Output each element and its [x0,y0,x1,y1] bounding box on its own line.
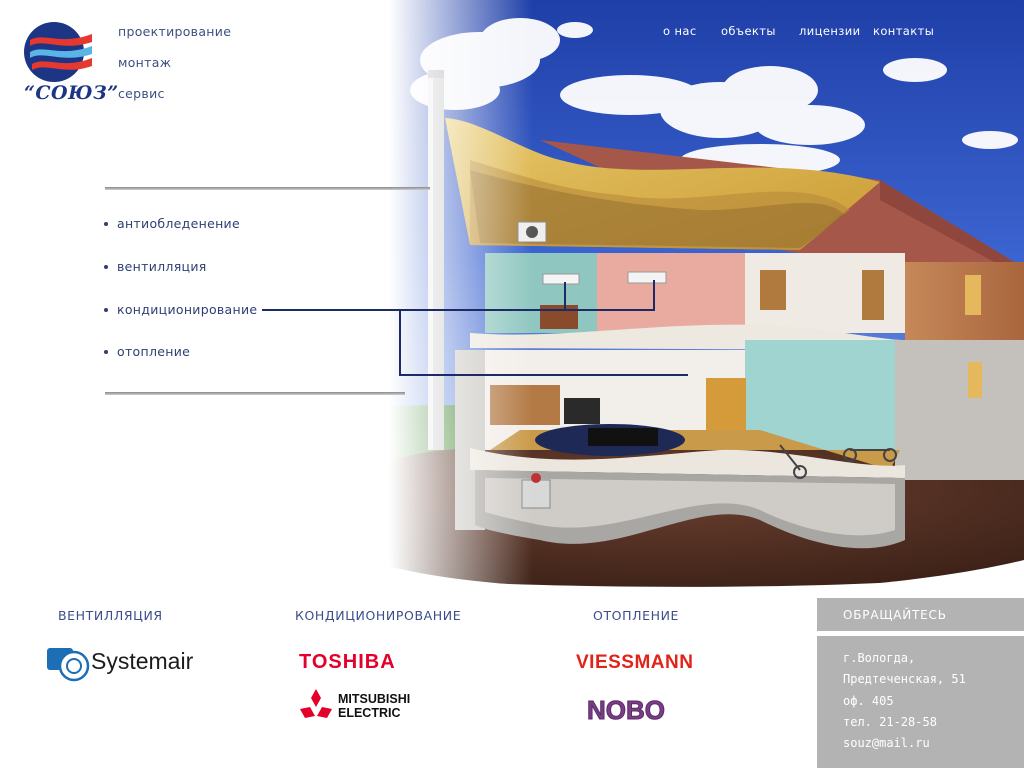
toshiba-logo-text: TOSHIBA [299,651,396,673]
logo[interactable]: “СОЮЗ” [22,20,118,104]
electric-logo-text: ELECTRIC [338,706,401,720]
bullet-icon [104,307,108,312]
contact-header: ОБРАЩАЙТЕСЬ [817,598,1024,631]
bullet-icon [104,221,108,226]
nobo-logo-text: NOBO [587,695,665,724]
logo-wordmark: “СОЮЗ” [24,82,119,104]
service-ventilation[interactable]: вентилляция [104,259,207,274]
nav-objects[interactable]: объекты [721,24,776,38]
bullet-icon [104,349,108,354]
contact-city: г.Вологда, [843,651,916,665]
brand-nobo[interactable]: NOBO [587,694,697,728]
brand-mitsubishi-electric[interactable]: MITSUBISHI ELECTRIC [300,688,425,726]
contact-street: Предтеченская, 51 [843,672,966,687]
divider-top [105,187,430,190]
brand-viessmann[interactable]: VIESSMANN [576,648,718,678]
brand-systemair[interactable]: Systemair [47,645,197,689]
menu-item-installation[interactable]: монтаж [118,55,172,70]
contact-phone: тел. 21-28-58 [843,714,937,729]
service-heating[interactable]: отопление [104,344,190,359]
service-air-conditioning[interactable]: кондиционирование [104,302,257,317]
contact-panel: г.Вологда, Предтеченская, 51 оф. 405 тел… [817,636,1024,768]
divider-bottom [105,392,405,395]
logo-waves-icon [24,22,92,82]
category-title-conditioning: КОНДИЦИОНИРОВАНИЕ [295,608,462,623]
contact-email[interactable]: souz@mail.ru [843,736,930,751]
top-left-menu: проектирование монтаж сервис [118,24,231,117]
brand-toshiba[interactable]: TOSHIBA [299,648,429,678]
menu-item-service[interactable]: сервис [118,86,165,101]
category-title-ventilation: ВЕНТИЛЛЯЦИЯ [58,608,163,623]
service-anti-icing[interactable]: антиобледенение [104,216,240,231]
systemair-circle-icon [47,648,90,682]
nav-licenses[interactable]: лицензии [799,24,861,38]
viessmann-logo-text: VIESSMANN [576,652,693,673]
nav-contacts[interactable]: контакты [873,24,935,38]
contact-office: оф. 405 [843,693,894,708]
menu-item-design[interactable]: проектирование [118,24,232,39]
systemair-logo-text: Systemair [91,648,194,674]
bullet-icon [104,264,108,269]
mitsubishi-logo-text: MITSUBISHI [338,692,410,706]
top-nav: о нас объекты лицензии контакты [663,24,963,42]
hero-illustration [0,0,1024,600]
mitsubishi-diamonds-icon [300,689,332,718]
category-title-heating: ОТОПЛЕНИЕ [593,608,680,623]
nav-about[interactable]: о нас [663,24,697,38]
